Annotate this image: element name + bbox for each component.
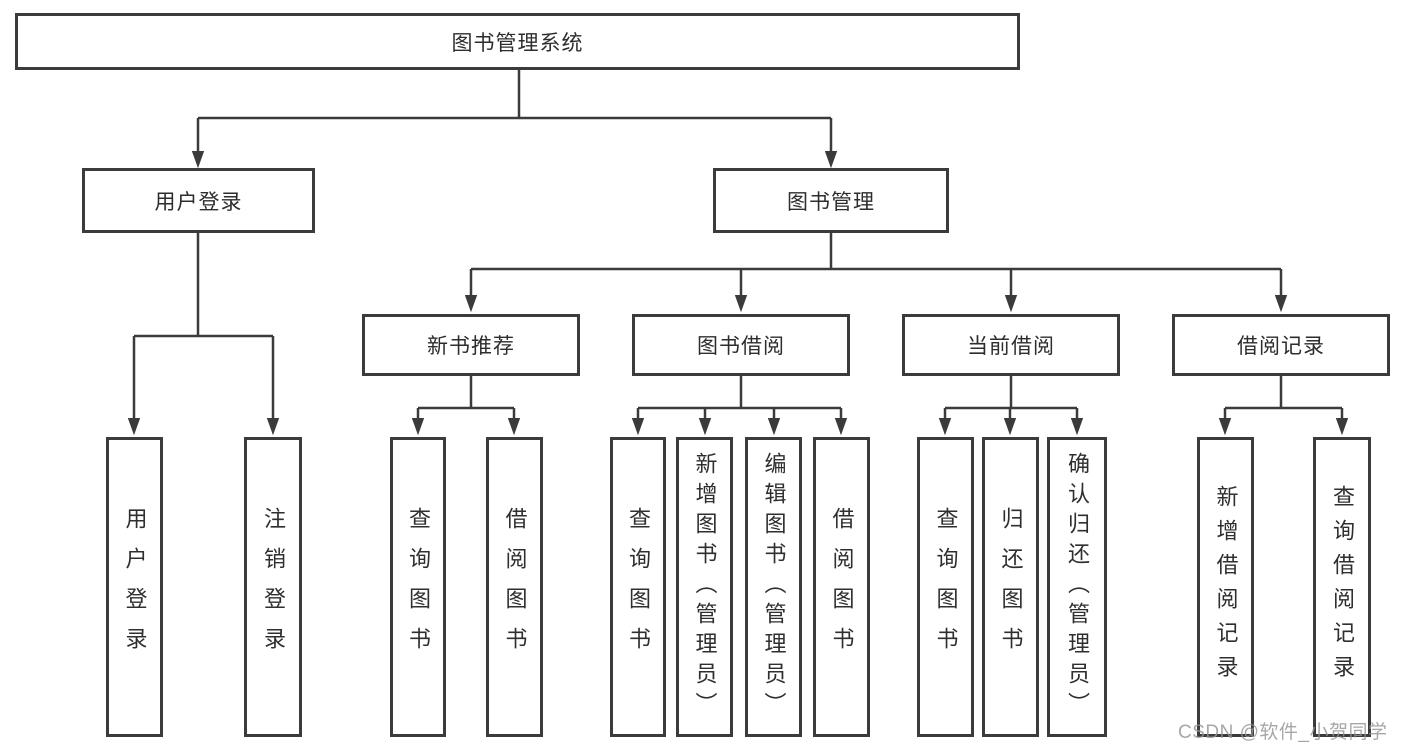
node-user-login-branch: 用户登录: [82, 168, 315, 233]
node-label: 借阅记录: [1237, 335, 1325, 358]
node-book-borrowing: 图书借阅: [632, 314, 850, 376]
csdn-watermark: CSDN @软件_小贺同学: [1178, 722, 1388, 743]
node-label: 用户登录: [122, 507, 148, 667]
node-book-management: 图书管理: [713, 168, 949, 233]
leaf-query-books-3: 查询图书: [917, 437, 974, 737]
node-label: 新增借阅记录: [1213, 485, 1239, 689]
node-label: 用户登录: [154, 190, 243, 214]
node-label: 新增图书（管理员）: [692, 452, 718, 722]
leaf-borrow-books-1: 借阅图书: [486, 437, 543, 737]
leaf-query-books-1: 查询图书: [390, 437, 446, 737]
node-label: 借阅图书: [502, 507, 528, 667]
node-library-management-system: 图书管理系统: [15, 13, 1020, 70]
node-label: 图书管理: [787, 190, 875, 214]
leaf-edit-books-admin: 编辑图书（管理员）: [745, 437, 802, 737]
leaf-add-books-admin: 新增图书（管理员）: [676, 437, 733, 737]
node-borrowing-records: 借阅记录: [1172, 314, 1390, 376]
node-label: 查询图书: [406, 507, 431, 667]
node-label: 编辑图书（管理员）: [761, 452, 787, 722]
node-new-book-recommendation: 新书推荐: [362, 314, 580, 376]
node-label: 借阅图书: [829, 507, 855, 667]
node-label: 查询图书: [626, 507, 651, 667]
leaf-borrow-books-2: 借阅图书: [813, 437, 870, 737]
node-label: 注销登录: [261, 507, 286, 667]
node-current-borrowing: 当前借阅: [902, 314, 1120, 376]
node-label: 查询图书: [933, 507, 959, 667]
node-label: 图书借阅: [697, 335, 785, 358]
node-label: 当前借阅: [967, 335, 1055, 358]
leaf-add-borrow-record: 新增借阅记录: [1197, 437, 1254, 737]
node-label: 归还图书: [998, 507, 1024, 667]
node-label: 新书推荐: [427, 335, 515, 358]
node-label: 图书管理系统: [451, 31, 584, 55]
leaf-logout: 注销登录: [244, 437, 302, 737]
leaf-confirm-return-admin: 确认归还（管理员）: [1047, 437, 1107, 737]
node-label: 确认归还（管理员）: [1065, 452, 1090, 722]
node-label: 查询借阅记录: [1330, 485, 1355, 689]
leaf-return-books: 归还图书: [982, 437, 1039, 737]
leaf-query-books-2: 查询图书: [610, 437, 666, 737]
leaf-query-borrow-record: 查询借阅记录: [1313, 437, 1371, 737]
leaf-user-login: 用户登录: [106, 437, 163, 737]
